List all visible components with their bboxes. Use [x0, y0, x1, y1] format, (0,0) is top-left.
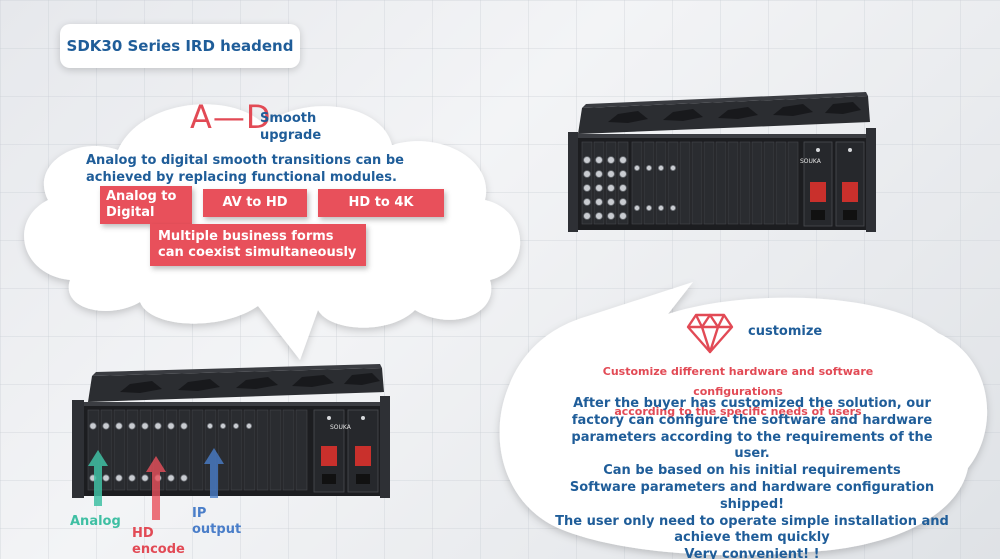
smooth-upgrade-label: Smooth upgrade: [260, 111, 322, 143]
ip-output-label: IP output: [192, 506, 242, 537]
customize-line: After the buyer has customized the solut…: [573, 396, 931, 411]
customize-line: factory can configure the software and h…: [571, 412, 933, 428]
analog-description: Analog to digital smooth transitions can…: [86, 153, 404, 185]
device-brand-label: SOUKA: [800, 158, 821, 165]
ird-chassis-top: [568, 92, 876, 232]
tag-multiple-business-forms: Multiple business forms can coexist simu…: [150, 224, 366, 266]
analog-label: Analog: [70, 514, 121, 529]
customize-line: shipped!: [719, 496, 785, 512]
tag-analog-to-digital: Analog to Digital: [100, 186, 192, 224]
analog-arrow-icon: [88, 450, 108, 506]
customize-line: Software parameters and hardware configu…: [569, 479, 935, 495]
customize-red-line-1: Customize different hardware and softwar…: [602, 365, 874, 398]
hd-encode-label: HD encode: [132, 526, 185, 557]
title-box: SDK30 Series IRD headend: [60, 24, 300, 68]
tag-av-to-hd: AV to HD: [203, 189, 307, 217]
customize-line: Very convenient! !: [684, 547, 820, 559]
hd-encode-arrow-icon: [146, 456, 166, 520]
device-brand-label-bottom: SOUKA: [330, 424, 351, 431]
customize-label: customize: [748, 324, 823, 339]
customize-line: Can be based on his initial requirements: [603, 463, 901, 479]
customize-line: achieve them quickly: [674, 530, 830, 546]
ird-chassis-bottom: [72, 364, 390, 498]
diamond-icon: [686, 313, 734, 354]
a-d-letters: A—D: [190, 98, 272, 136]
customize-red-text: Customize different hardware and softwar…: [560, 362, 916, 422]
page-title: SDK30 Series IRD headend: [66, 37, 294, 55]
ip-output-arrow-icon: [204, 448, 224, 498]
customize-red-line-2: according to the specific needs of users: [614, 405, 862, 418]
customize-description: After the buyer has customized the solut…: [552, 396, 952, 559]
right-speech-cloud: [499, 282, 988, 556]
customize-line: parameters according to the requirements…: [571, 429, 933, 462]
customize-line: The user only need to operate simple ins…: [555, 513, 949, 529]
tag-hd-to-4k: HD to 4K: [318, 189, 444, 217]
